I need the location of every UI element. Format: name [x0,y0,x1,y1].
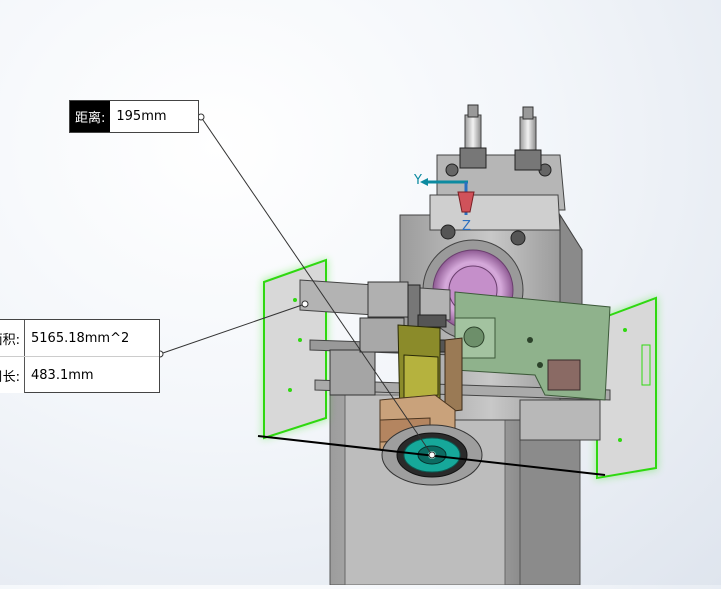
distance-callout[interactable]: 距离: 195mm [69,100,199,133]
perimeter-value: 483.1mm [31,367,94,383]
cylinder-pins [459,104,542,171]
reference-triad: Y Z [413,173,475,234]
perimeter-label: 周长: [0,357,25,393]
triad-z-label: Z [462,219,471,234]
area-value: 5165.18mm^2 [31,330,130,346]
distance-label: 距离: [70,101,111,132]
area-callout[interactable]: 面积: 5165.18mm^2 周长: 483.1mm [0,319,160,393]
distance-value: 195mm [116,109,167,124]
area-label: 面积: [0,320,25,356]
olive-bracket [397,324,463,419]
triad-y-label: Y [413,173,422,188]
